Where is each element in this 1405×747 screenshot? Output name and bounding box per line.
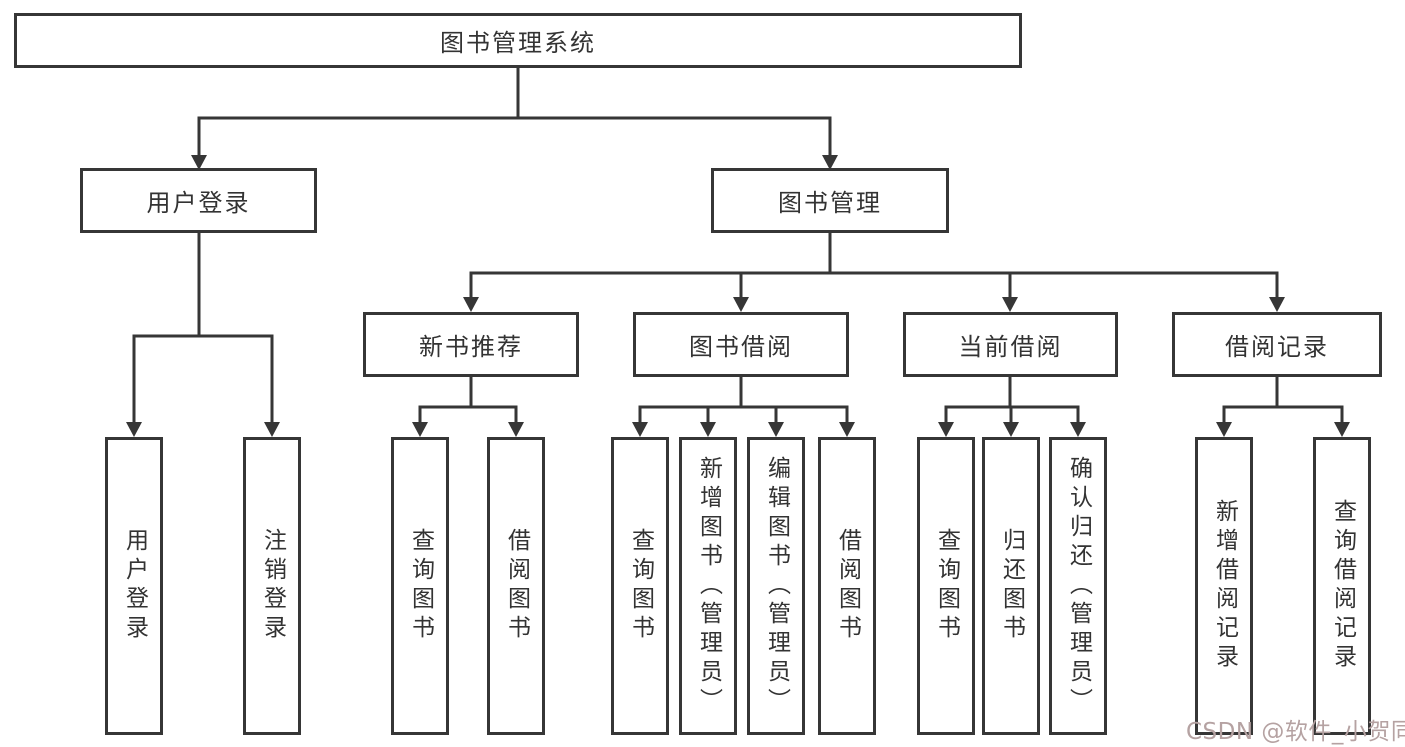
node-user-login: 用户登录 [80,168,317,233]
arrowhead-icon [1216,422,1232,437]
arrowhead-icon [938,422,954,437]
leaf-borrowing-borrow-books: 借阅图书 [818,437,876,735]
node-current-borrowing: 当前借阅 [903,312,1118,377]
arrowhead-icon [1003,422,1019,437]
arrowheads [126,155,1350,437]
node-book-borrowing: 图书借阅 [633,312,849,377]
arrowhead-icon [1269,297,1285,312]
arrowhead-icon [1002,297,1018,312]
arrowhead-icon [632,422,648,437]
leaf-user-login: 用户登录 [105,437,163,735]
node-borrowing-records: 借阅记录 [1172,312,1382,377]
leaf-current-query-books: 查询图书 [917,437,975,735]
arrowhead-icon [733,297,749,312]
arrowhead-icon [1334,422,1350,437]
leaf-newbook-query-books: 查询图书 [391,437,449,735]
leaf-borrowing-add-book-admin: 新增图书（管理员） [679,437,737,735]
leaf-records-add-record: 新增借阅记录 [1195,437,1253,735]
leaf-current-confirm-return-admin: 确认归还（管理员） [1049,437,1107,735]
arrowhead-icon [822,155,838,170]
leaf-newbook-borrow-books: 借阅图书 [487,437,545,735]
arrowhead-icon [768,422,784,437]
arrowhead-icon [508,422,524,437]
leaf-records-query-record: 查询借阅记录 [1313,437,1371,735]
leaf-borrowing-edit-book-admin: 编辑图书（管理员） [747,437,805,735]
node-new-book-recommendation: 新书推荐 [363,312,579,377]
csdn-watermark: CSDN @软件_小贺同学 [1186,719,1405,745]
node-root-system: 图书管理系统 [14,13,1022,68]
leaf-current-return-books: 归还图书 [982,437,1040,735]
node-book-management: 图书管理 [711,168,949,233]
arrowhead-icon [126,422,142,437]
connector-strokes [132,66,1344,425]
arrowhead-icon [264,422,280,437]
leaf-logout: 注销登录 [243,437,301,735]
arrowhead-icon [700,422,716,437]
arrowhead-icon [191,155,207,170]
arrowhead-icon [1070,422,1086,437]
arrowhead-icon [412,422,428,437]
leaf-borrowing-query-books: 查询图书 [611,437,669,735]
arrowhead-icon [463,297,479,312]
arrowhead-icon [839,422,855,437]
